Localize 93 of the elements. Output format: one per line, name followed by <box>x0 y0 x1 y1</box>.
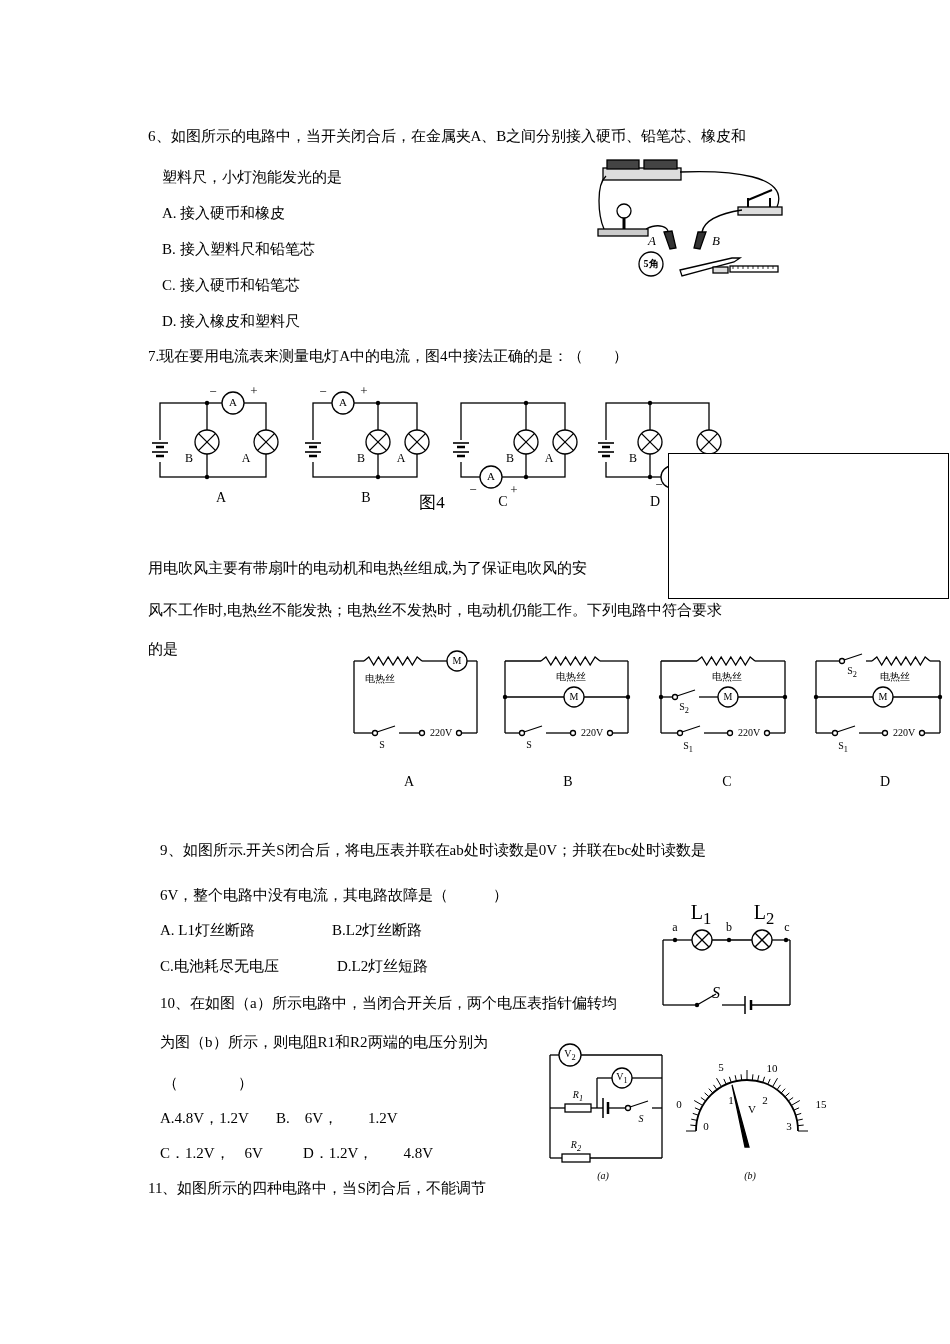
circuit-label: S <box>526 739 532 751</box>
circuit-label: B <box>185 450 193 466</box>
circuit-label: A <box>544 450 554 466</box>
option-text: B.L2灯丝断路 <box>332 921 423 939</box>
caption-label: D <box>649 493 661 511</box>
option-text: A.4.8V，1.2V <box>160 1109 249 1127</box>
motor-label: M <box>878 691 888 703</box>
circuit-label: 220V <box>580 727 604 739</box>
circuit-label: B <box>629 450 637 466</box>
circuit-label: S$_{2}$ <box>847 664 857 680</box>
caption-label: (a) <box>597 1170 609 1182</box>
scale-number: 15 <box>815 1098 827 1112</box>
option-text: A. L1灯丝断路 <box>160 921 255 939</box>
caption-label: C <box>498 493 508 511</box>
circuit-label: − <box>655 477 663 493</box>
circuit-label: − <box>319 384 327 400</box>
circuit-label: S$_{1}$ <box>838 739 848 755</box>
motor-label: M <box>569 691 579 703</box>
circuit-label: b <box>726 919 732 935</box>
ammeter-label: A <box>339 396 347 410</box>
option-text: D. 接入橡皮和塑料尺 <box>162 312 301 330</box>
circuit-label: − <box>469 482 477 498</box>
question-text: 塑料尺，小灯泡能发光的是 <box>162 168 342 186</box>
circuit-label: a <box>672 919 678 935</box>
circuit-label: B <box>357 450 365 466</box>
option-text: B. 6V， 1.2V <box>276 1109 398 1127</box>
pointer-label: V <box>748 1103 756 1117</box>
circuit-label: S <box>712 983 720 1003</box>
question-text: （ ） <box>163 1074 253 1092</box>
scale-number: 0 <box>703 1120 709 1134</box>
circuit-label: + <box>360 383 368 399</box>
circuit-label: A <box>648 233 656 249</box>
question-text: 的是 <box>148 640 178 658</box>
question-text: 7.现在要用电流表来测量电灯A中的电流，图4中接法正确的是：（ ） <box>148 347 628 365</box>
circuit-label: B <box>712 233 720 249</box>
scale-number: 3 <box>786 1120 792 1134</box>
question-text: 10、在如图（a）所示电路中，当闭合开关后，两个电压表指针偏转均 <box>160 994 617 1012</box>
figure-label: 图4 <box>419 492 445 514</box>
circuit-label: + <box>510 482 518 498</box>
circuit-label: S <box>379 739 385 751</box>
caption-label: B <box>361 489 371 507</box>
circuit-label: 电热丝 <box>556 671 586 683</box>
question-text: 6V，整个电路中没有电流，其电路故障是（ ） <box>160 886 509 904</box>
option-text: B. 接入塑料尺和铅笔芯 <box>162 240 315 258</box>
circuit-label: 220V <box>737 727 761 739</box>
circuit-label: S$_{1}$ <box>683 739 693 755</box>
caption-label: C <box>722 773 732 791</box>
caption-label: D <box>879 773 891 791</box>
scale-number: 0 <box>676 1098 682 1112</box>
scale-number: 5 <box>718 1061 724 1075</box>
motor-label: M <box>723 691 733 703</box>
circuit-label: L$_{2}$ <box>753 899 775 929</box>
circuit-label: + <box>250 383 258 399</box>
coin-label: 5角 <box>643 258 659 270</box>
question-text: 6、如图所示的电路中，当开关闭合后，在金属夹A、B之间分别接入硬币、铅笔芯、橡皮和 <box>148 127 747 145</box>
ammeter-label: A <box>487 470 495 484</box>
circuit-label: B <box>506 450 514 466</box>
circuit-label: A <box>241 450 251 466</box>
option-text: C．1.2V， 6V <box>160 1144 263 1162</box>
question-text: 9、如图所示.开关S闭合后，将电压表并联在ab处时读数是0V；并联在bc处时读数是 <box>160 841 707 859</box>
scale-number: 1 <box>728 1094 734 1108</box>
option-text: C.电池耗尽无电压 <box>160 957 279 975</box>
ammeter-label: A <box>229 396 237 410</box>
circuit-label: 电热丝 <box>712 671 742 683</box>
circuit-label: R$_{1}$ <box>572 1088 584 1104</box>
circuit-label: c <box>784 919 790 935</box>
question-text: 11、如图所示的四种电路中，当S闭合后，不能调节 <box>148 1179 486 1197</box>
circuit-label: S <box>638 1113 644 1125</box>
circuit-label: S$_{2}$ <box>679 700 689 716</box>
circuit-label: 电热丝 <box>880 671 910 683</box>
circuit-label: 220V <box>429 727 453 739</box>
option-text: C. 接入硬币和铅笔芯 <box>162 276 300 294</box>
circuit-label: − <box>209 384 217 400</box>
caption-label: (b) <box>744 1170 756 1182</box>
caption-label: A <box>403 773 415 791</box>
option-text: D.L2灯丝短路 <box>337 957 429 975</box>
option-text: D．1.2V， 4.8V <box>303 1144 433 1162</box>
scale-number: 2 <box>762 1094 768 1108</box>
circuit-label: L$_{1}$ <box>690 899 712 929</box>
circuit-label: A <box>396 450 406 466</box>
voltmeter-label: V$_{1}$ <box>616 1070 628 1086</box>
circuit-label: 220V <box>892 727 916 739</box>
circuit-label: 电热丝 <box>365 673 395 685</box>
voltmeter-label: V$_{2}$ <box>564 1047 576 1063</box>
question-text: 风不工作时,电热丝不能发热；电热丝不发热时，电动机仍能工作。下列电路中符合要求 <box>148 601 722 619</box>
caption-label: A <box>215 489 227 507</box>
caption-label: B <box>563 773 573 791</box>
scale-number: 10 <box>766 1062 778 1076</box>
question-text: 为图（b）所示，则电阻R1和R2两端的电压分别为 <box>160 1033 488 1051</box>
question-text: 用电吹风主要有带扇叶的电动机和电热丝组成,为了保证电吹风的安 <box>148 559 587 577</box>
option-text: A. 接入硬币和橡皮 <box>162 204 286 222</box>
circuit-label: R$_{2}$ <box>570 1138 582 1154</box>
motor-label: M <box>452 655 462 667</box>
